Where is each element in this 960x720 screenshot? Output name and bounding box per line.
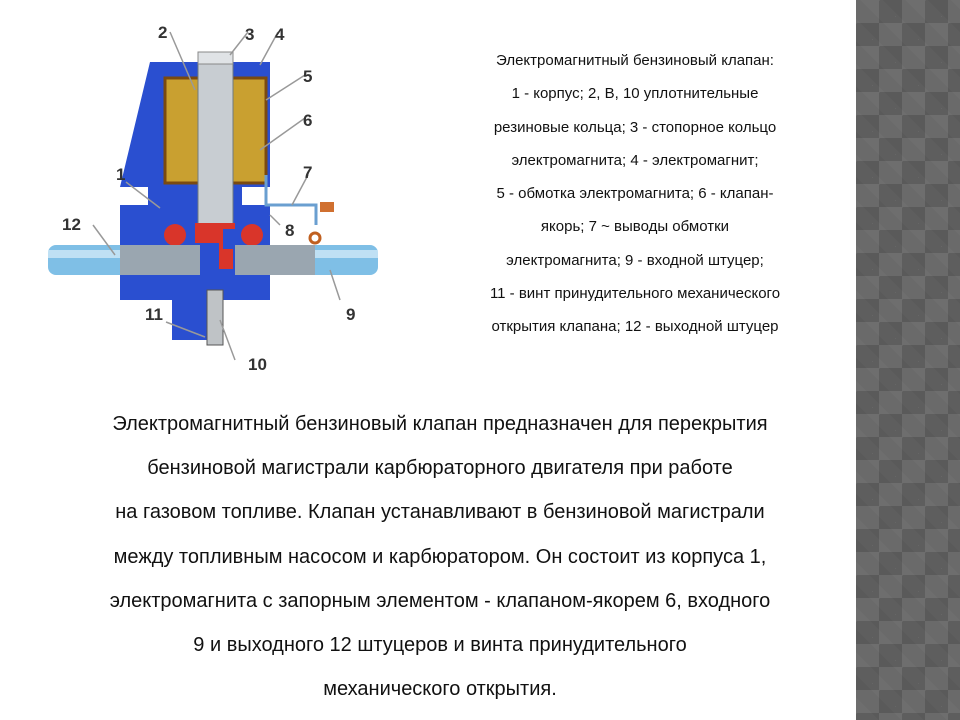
label-12: 12	[62, 215, 81, 234]
body-line: механического открытия.	[323, 678, 557, 701]
label-7: 7	[303, 163, 312, 182]
body-line: бензиновой магистрали карбюраторного дви…	[147, 457, 733, 480]
label-6: 6	[303, 111, 312, 130]
caption-line: электромагнита; 4 - электромагнит;	[511, 151, 759, 169]
body-line: на газовом топливе. Клапан устанавливают…	[115, 501, 765, 524]
label-2: 2	[158, 23, 167, 42]
caption-line: открытия клапана; 12 - выходной штуцер	[491, 318, 779, 336]
caption-line: якорь; 7 ~ выводы обмотки	[540, 218, 730, 236]
valve-diagram: 1 2 3 4 5 6 7 8 9 10 11 12	[48, 23, 378, 374]
caption-line: 1 - корпус; 2, В, 10 уплотнительные	[511, 85, 759, 103]
figure-caption: Электромагнитный бензиновый клапан: 1 - …	[430, 44, 840, 344]
label-11: 11	[145, 305, 163, 324]
caption-line: электромагнита; 9 - входной штуцер;	[506, 251, 764, 269]
caption-line: Электромагнитный бензиновый клапан:	[496, 52, 774, 69]
label-5: 5	[303, 67, 312, 86]
decorative-pattern-strip	[856, 0, 960, 720]
label-8: 8	[285, 221, 294, 240]
label-1: 1	[116, 165, 125, 184]
label-10: 10	[248, 355, 267, 374]
caption-line: резиновые кольца; 3 - стопорное кольцо	[493, 118, 777, 136]
body-line: электромагнита с запорным элементом - кл…	[109, 589, 771, 612]
label-4: 4	[275, 25, 285, 44]
caption-line: 11 - винт принудительного механического	[489, 285, 781, 303]
armature	[197, 54, 234, 226]
label-3: 3	[245, 25, 254, 44]
body-line: между топливным насосом и карбюратором. …	[113, 545, 767, 568]
body-line: 9 и выходного 12 штуцеров и винта принуд…	[193, 634, 687, 657]
coil-right	[228, 76, 268, 185]
body-line: Электромагнитный бензиновый клапан предн…	[112, 413, 768, 435]
body-paragraph: Электромагнитный бензиновый клапан предн…	[20, 402, 860, 711]
label-9: 9	[346, 305, 355, 324]
caption-line: 5 - обмотка электромагнита; 6 - клапан-	[496, 185, 774, 203]
